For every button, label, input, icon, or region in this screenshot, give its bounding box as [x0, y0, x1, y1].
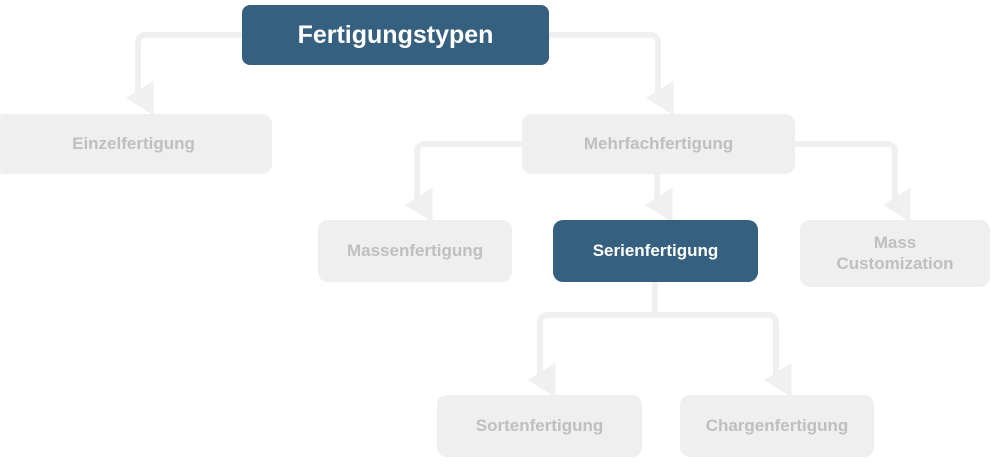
edge-serienfertigung-to-chargenfertigung — [652, 282, 792, 398]
node-chargenfertigung[interactable]: Chargenfertigung — [680, 395, 874, 457]
node-label-massenfertigung: Massenfertigung — [346, 240, 484, 260]
node-serienfertigung[interactable]: Serienfertigung — [553, 220, 758, 282]
node-sortenfertigung[interactable]: Sortenfertigung — [437, 395, 642, 457]
edge-mehrfachfertigung-to-mass-customization — [795, 141, 911, 223]
node-fertigungstypen[interactable]: Fertigungstypen — [242, 5, 549, 65]
edge-mehrfachfertigung-to-massenfertigung — [405, 141, 522, 223]
node-mehrfachfertigung[interactable]: Mehrfachfertigung — [522, 114, 795, 174]
edge-root-to-mehrfachfertigung — [549, 32, 674, 116]
node-einzelfertigung[interactable]: Einzelfertigung — [0, 114, 272, 174]
node-massenfertigung[interactable]: Massenfertigung — [318, 220, 512, 282]
node-label-einzelfertigung: Einzelfertigung — [72, 133, 195, 153]
node-label-chargenfertigung: Chargenfertigung — [705, 415, 849, 435]
node-mass-customization[interactable]: Mass Customization — [800, 220, 990, 287]
edge-root-to-einzelfertigung — [126, 32, 242, 116]
node-label-mehrfachfertigung: Mehrfachfertigung — [583, 133, 734, 153]
edge-serienfertigung-to-sortenfertigung — [528, 282, 658, 398]
node-label-fertigungstypen: Fertigungstypen — [297, 20, 494, 49]
node-label-mass-customization: Mass Customization — [836, 232, 954, 273]
node-label-sortenfertigung: Sortenfertigung — [475, 415, 604, 435]
node-label-serienfertigung: Serienfertigung — [592, 240, 719, 260]
